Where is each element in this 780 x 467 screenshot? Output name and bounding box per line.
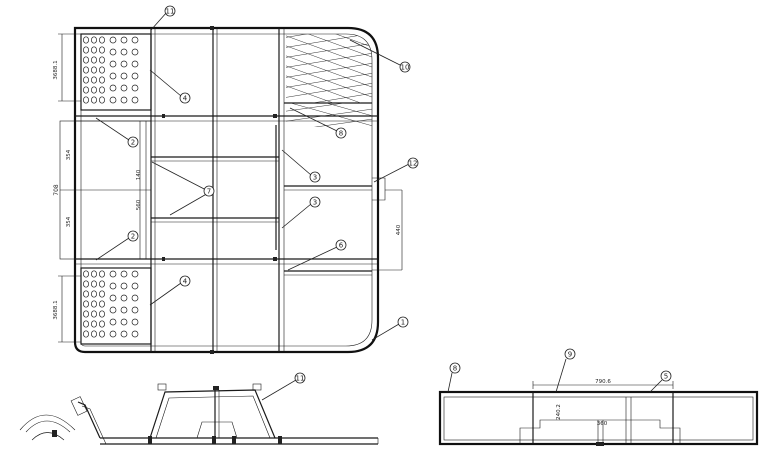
perforated-tray-top — [58, 33, 152, 111]
balloon-4-top: 4 — [183, 95, 188, 103]
balloon-10: 10 — [401, 64, 410, 72]
side-elevation-view: 11 — [19, 372, 379, 445]
dim-tray-top: 3688.1 — [53, 60, 59, 79]
dim-mid-upper: 354 — [66, 149, 72, 160]
balloon-1: 1 — [401, 319, 405, 327]
balloon-2-top: 2 — [131, 139, 135, 147]
balloon-callouts: 11 10 4 2 8 3 12 7 3 6 2 4 — [95, 5, 419, 341]
dim-opening-b: 560 — [136, 199, 142, 210]
balloon-11: 11 — [166, 8, 175, 16]
dim-mid-lower: 354 — [66, 216, 72, 227]
balloon-5: 5 — [664, 373, 668, 381]
balloon-7: 7 — [207, 188, 211, 196]
balloon-9: 9 — [568, 351, 572, 359]
inner-frame — [80, 33, 373, 347]
dim-front-width: 790.6 — [595, 379, 611, 385]
dim-overall-depth: 708 — [53, 184, 60, 196]
balloon-12: 12 — [409, 160, 418, 168]
balloon-11-side: 11 — [296, 375, 305, 383]
balloon-8-mesh: 8 — [339, 130, 343, 138]
plan-view: 3688.1 3688.1 708 354 354 140 560 440 — [53, 26, 403, 354]
balloon-2-bottom: 2 — [131, 233, 135, 241]
dim-front-height: 240.2 — [556, 404, 562, 420]
balloon-8-front: 8 — [453, 365, 457, 373]
dim-side-height: 440 — [396, 224, 402, 235]
perforated-tray-bottom — [58, 267, 152, 345]
mesh-panel — [286, 34, 372, 127]
dim-opening-a: 140 — [136, 169, 142, 180]
balloon-4-bottom: 4 — [183, 278, 188, 286]
dim-front-gap: 360 — [597, 421, 608, 427]
balloon-6: 6 — [339, 242, 344, 250]
front-elevation-view: 790.6 240.2 360 8 9 5 — [438, 348, 759, 446]
dim-tray-bottom: 3688.1 — [53, 300, 59, 319]
balloon-3-lower: 3 — [313, 199, 317, 207]
balloon-3-upper: 3 — [313, 174, 317, 182]
outer-frame — [73, 26, 380, 354]
